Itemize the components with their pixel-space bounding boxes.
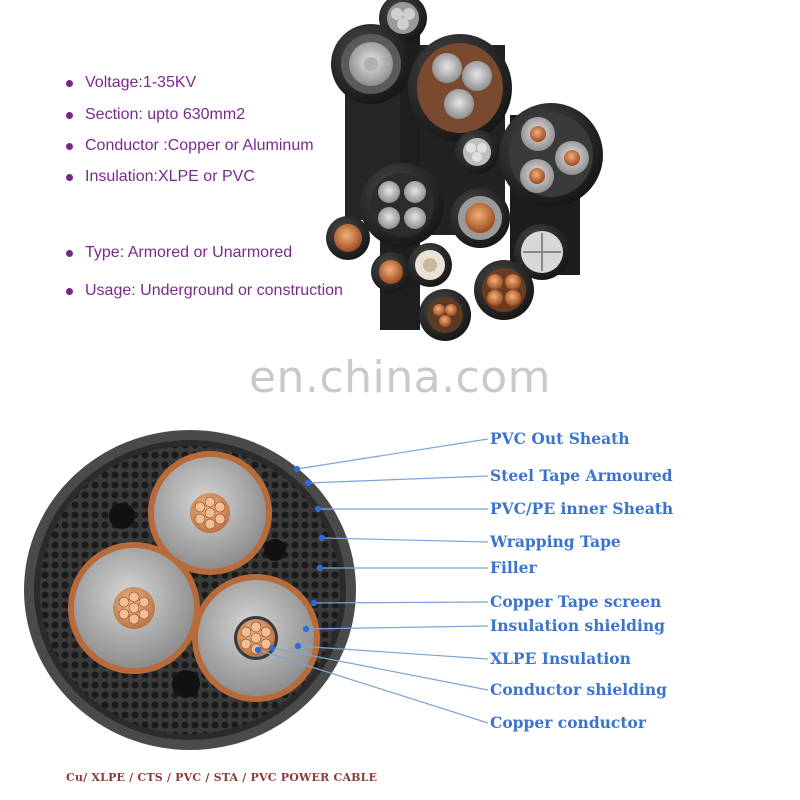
spec-insulation: Insulation:XLPE or PVC xyxy=(85,168,255,185)
leader-lines xyxy=(257,438,489,724)
label-pvc-out-sheath: PVC Out Sheath xyxy=(490,429,630,448)
spec-usage: Usage: Underground or construction xyxy=(85,282,343,299)
label-xlpe-insulation: XLPE Insulation xyxy=(490,649,631,668)
bullet-icon xyxy=(66,173,73,181)
spec-item: Section: upto 630mm2 xyxy=(62,106,245,124)
label-inner-sheath: PVC/PE inner Sheath xyxy=(490,499,674,518)
pointer-dots xyxy=(254,465,326,654)
bullet-icon xyxy=(66,111,73,119)
bullet-icon xyxy=(66,79,73,87)
watermark-text: en.china.com xyxy=(248,352,552,403)
diagram-caption: Cu/ XLPE / CTS / PVC / STA / PVC POWER C… xyxy=(66,771,378,784)
spec-item: Type: Armored or Unarmored xyxy=(62,244,292,262)
label-wrapping-tape: Wrapping Tape xyxy=(490,532,621,551)
spec-item: Voltage:1-35KV xyxy=(62,74,196,92)
spec-section: Section: upto 630mm2 xyxy=(85,106,246,123)
cable-cross-section xyxy=(24,430,489,750)
label-insulation-shielding: Insulation shielding xyxy=(490,616,665,635)
spec-item: Insulation:XLPE or PVC xyxy=(62,168,255,186)
spec-type: Type: Armored or Unarmored xyxy=(85,244,293,261)
spec-conductor: Conductor :Copper or Aluminum xyxy=(85,137,314,154)
label-filler: Filler xyxy=(490,558,537,577)
spec-item: Conductor :Copper or Aluminum xyxy=(62,137,314,155)
cable-bundle-photo xyxy=(326,0,603,341)
bullet-icon xyxy=(66,142,73,150)
spec-item: Usage: Underground or construction xyxy=(62,282,343,300)
label-steel-tape-armoured: Steel Tape Armoured xyxy=(490,466,673,485)
bullet-icon xyxy=(66,249,73,257)
label-conductor-shielding: Conductor shielding xyxy=(490,680,668,699)
label-copper-conductor: Copper conductor xyxy=(490,713,647,732)
spec-voltage: Voltage:1-35KV xyxy=(85,74,197,91)
bullet-icon xyxy=(66,287,73,295)
label-copper-tape-screen: Copper Tape screen xyxy=(490,592,662,611)
